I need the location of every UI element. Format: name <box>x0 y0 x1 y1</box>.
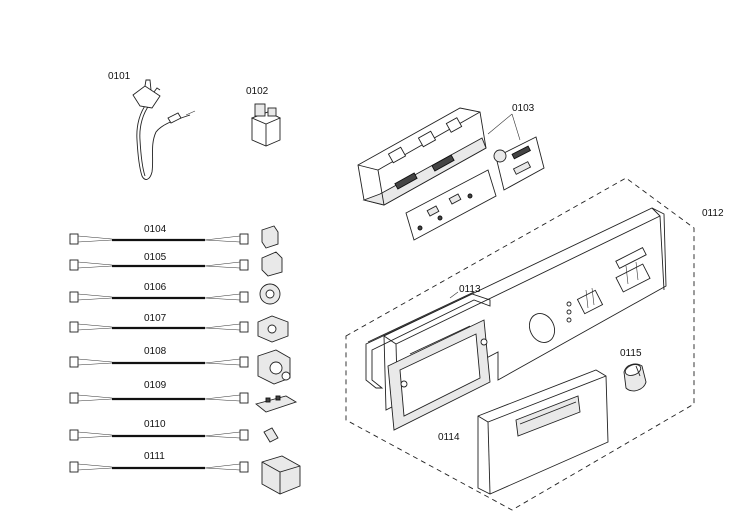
wire-harness-0110 <box>69 427 279 443</box>
wire-harness-0109 <box>69 392 298 413</box>
label-0110: 0110 <box>144 419 166 430</box>
control-panel-fascia <box>383 207 667 431</box>
wire-harness-list: 0104 0105 0106 <box>69 224 301 495</box>
wire-harness-0105 <box>69 251 283 277</box>
label-0103: 0103 <box>512 103 535 114</box>
panel-group-outline <box>345 177 695 511</box>
label-0114: 0114 <box>438 432 460 443</box>
label-0105: 0105 <box>144 252 167 263</box>
drawer-handle-part <box>477 369 609 495</box>
suppressor-part <box>250 103 282 147</box>
label-0102: 0102 <box>246 86 269 97</box>
label-0104: 0104 <box>144 224 167 235</box>
label-0113: 0113 <box>459 284 481 295</box>
leader-0113 <box>449 291 459 299</box>
label-0108: 0108 <box>144 346 167 357</box>
wire-harness-0111 <box>69 455 301 495</box>
selector-knob-part <box>623 363 647 392</box>
power-cord-part <box>132 79 196 180</box>
label-0107: 0107 <box>144 313 167 324</box>
wire-harness-0106 <box>69 283 281 305</box>
label-0106: 0106 <box>144 282 167 293</box>
label-0111: 0111 <box>144 451 165 462</box>
control-module-part <box>357 107 545 241</box>
label-0112: 0112 <box>702 208 724 219</box>
panel-seal-part <box>365 291 491 389</box>
label-0115: 0115 <box>620 348 642 359</box>
label-0109: 0109 <box>144 380 167 391</box>
label-0101: 0101 <box>108 71 131 82</box>
wire-harness-0107 <box>69 315 289 343</box>
wire-harness-0108 <box>69 349 291 385</box>
wire-harness-0104 <box>69 225 279 249</box>
